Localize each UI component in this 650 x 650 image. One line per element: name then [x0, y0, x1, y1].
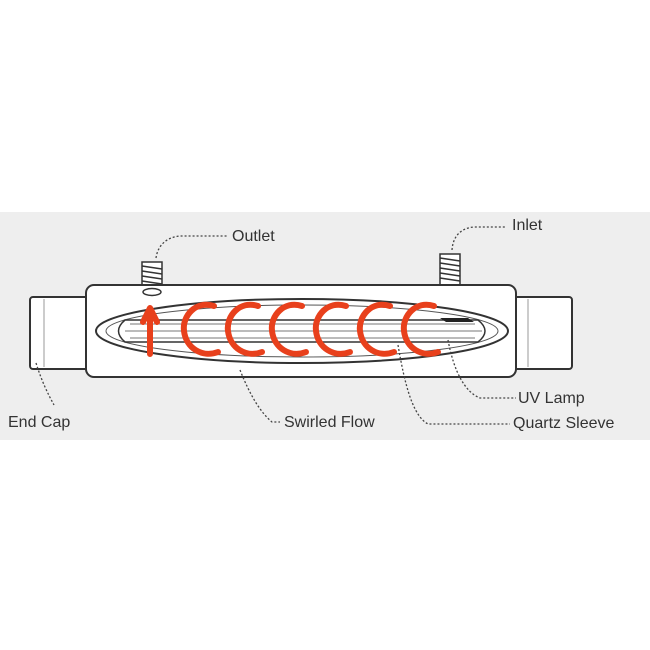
swirl-loop [224, 301, 265, 357]
uv-lamp-tip [440, 318, 474, 322]
leader-end-cap [35, 362, 55, 406]
outlet-opening [142, 287, 162, 297]
swirl-loop [400, 301, 441, 357]
leader-swirled-flow [239, 369, 280, 423]
leader-uv-lamp [447, 339, 516, 399]
end-cap-label: End Cap [8, 414, 71, 431]
uv-lamp-label: UV Lamp [518, 390, 585, 407]
end-cap-right [513, 296, 573, 370]
outlet-label: Outlet [232, 228, 275, 245]
end-cap-left [29, 296, 89, 370]
outlet-port [141, 261, 163, 289]
swirl-loop [268, 301, 309, 357]
quartz-sleeve-label: Quartz Sleeve [513, 415, 615, 432]
inlet-port [439, 253, 461, 287]
swirl-arrow-start [140, 305, 160, 357]
swirled-flow-arrows [140, 301, 441, 357]
swirl-loop [312, 301, 353, 357]
leader-outlet [155, 235, 228, 259]
inlet-label: Inlet [512, 217, 543, 234]
swirl-loop [356, 301, 397, 357]
swirl-loop [180, 301, 221, 357]
leader-inlet [451, 226, 506, 251]
swirled-flow-label: Swirled Flow [284, 414, 375, 431]
leader-quartz-sleeve [397, 344, 510, 425]
